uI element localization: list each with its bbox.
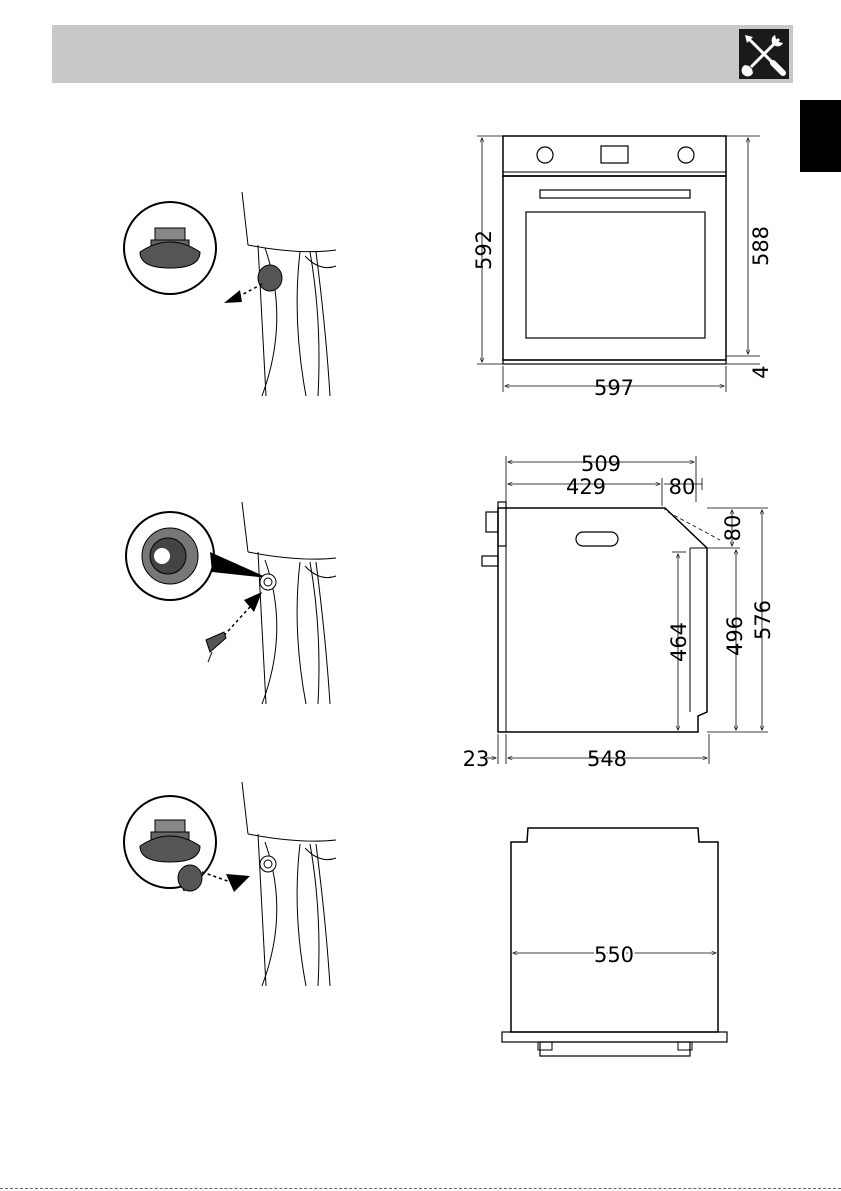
front-width-label: 597 — [594, 376, 634, 400]
side-view — [482, 456, 768, 764]
cabinet-side-sketch-1 — [242, 192, 336, 396]
top-width-label: 550 — [594, 943, 634, 967]
page-bottom-rule — [0, 1188, 841, 1189]
replace-cap-icon — [124, 796, 216, 888]
top-view — [502, 828, 727, 1056]
side-offset-side-label: 80 — [721, 515, 745, 542]
step-2-insert-screw — [126, 502, 336, 704]
side-inner-height-label: 464 — [667, 622, 691, 662]
side-body-height-label: 496 — [723, 616, 747, 656]
cabinet-side-sketch-3 — [242, 782, 336, 986]
step-3-replace-cap — [124, 782, 336, 986]
side-depth-top-label: 509 — [581, 452, 621, 476]
front-view — [477, 136, 760, 392]
insert-screw-icon — [126, 512, 214, 600]
side-front-thickness-label: 23 — [463, 747, 490, 771]
side-offset-top-label: 80 — [669, 475, 696, 499]
step-1-remove-cap — [124, 192, 336, 396]
side-depth-inner-label: 429 — [566, 475, 606, 499]
front-gap-label: 4 — [749, 365, 773, 378]
side-depth-body-label: 548 — [587, 747, 627, 771]
remove-cap-icon — [124, 202, 216, 294]
side-total-height-label: 576 — [751, 600, 775, 640]
front-height-total-label: 592 — [472, 230, 496, 270]
front-height-door-label: 588 — [749, 226, 773, 266]
